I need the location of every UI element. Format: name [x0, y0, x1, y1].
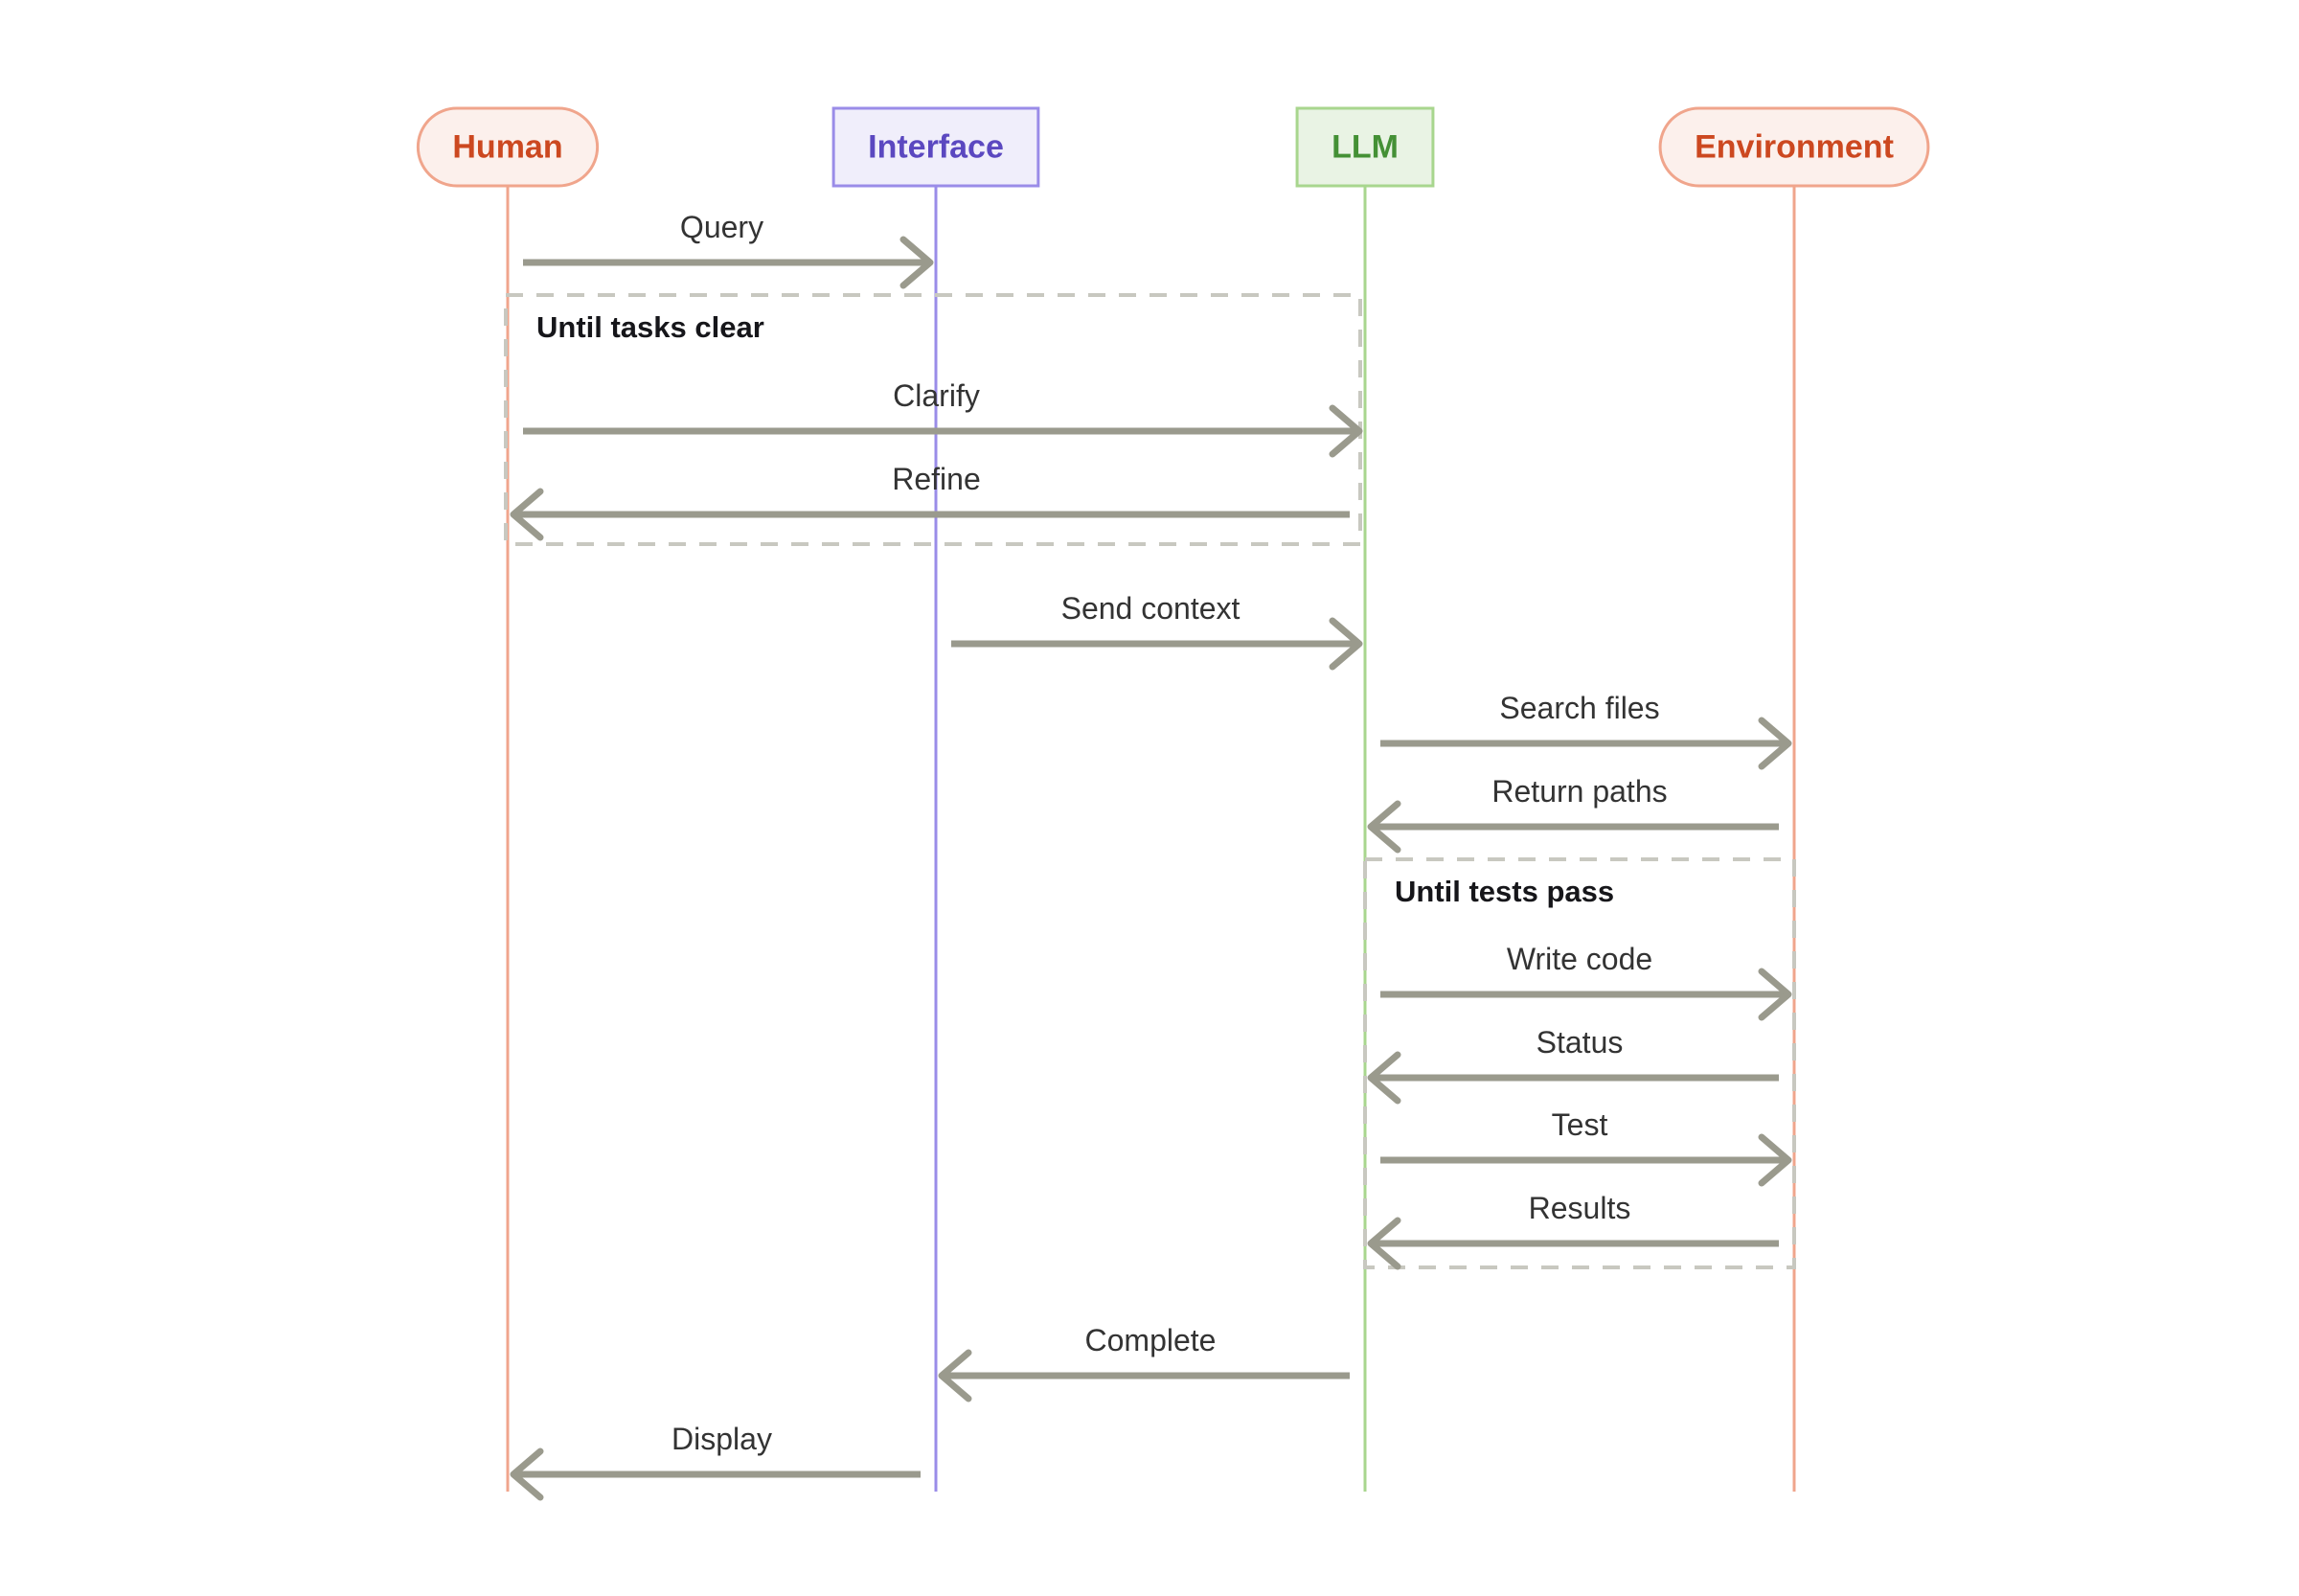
- participant-llm[interactable]: LLM: [1295, 106, 1435, 188]
- participant-box-environment[interactable]: [1658, 106, 1930, 188]
- message-arrowhead-m7: [1758, 968, 1792, 1021]
- message-label-m9: Test: [1552, 1107, 1608, 1142]
- message-arrowhead-m10: [1367, 1217, 1401, 1270]
- message-m11: Complete: [938, 1323, 1350, 1402]
- message-m4: Send context: [951, 591, 1363, 671]
- message-m9: Test: [1380, 1107, 1792, 1187]
- participants-layer: Human Interface LLM Environment: [416, 106, 1930, 188]
- lifelines-layer: [506, 186, 1796, 1492]
- participant-label-interface: Interface: [868, 128, 1004, 165]
- message-label-m8: Status: [1536, 1025, 1624, 1060]
- message-arrowhead-m5: [1758, 717, 1792, 770]
- participant-label-environment: Environment: [1695, 128, 1894, 165]
- message-m10: Results: [1367, 1191, 1779, 1270]
- message-arrowhead-m9: [1758, 1133, 1792, 1187]
- message-label-m4: Send context: [1061, 591, 1241, 626]
- message-label-m6: Return paths: [1491, 774, 1667, 809]
- participant-box-llm[interactable]: [1295, 106, 1435, 188]
- participant-box-human[interactable]: [416, 106, 600, 188]
- message-arrowhead-m4: [1329, 617, 1363, 671]
- participant-box-interface[interactable]: [831, 106, 1040, 188]
- participant-human[interactable]: Human: [416, 106, 600, 188]
- participant-interface[interactable]: Interface: [831, 106, 1040, 188]
- message-m2: Clarify: [523, 378, 1363, 458]
- loop-title-loop-tasks: Until tasks clear: [536, 310, 764, 344]
- message-arrowhead-m11: [938, 1349, 972, 1402]
- message-label-m2: Clarify: [893, 378, 980, 413]
- message-m1: Query: [523, 210, 934, 289]
- message-arrowhead-m3: [510, 488, 544, 541]
- message-label-m12: Display: [671, 1422, 772, 1456]
- participant-label-human: Human: [452, 128, 562, 165]
- message-arrowhead-m6: [1367, 800, 1401, 854]
- message-arrowhead-m8: [1367, 1051, 1401, 1105]
- message-label-m11: Complete: [1085, 1323, 1217, 1357]
- message-arrowhead-m1: [899, 236, 934, 289]
- message-m8: Status: [1367, 1025, 1779, 1105]
- message-m7: Write code: [1380, 942, 1792, 1021]
- loop-title-loop-tests: Until tests pass: [1395, 875, 1614, 908]
- participant-environment[interactable]: Environment: [1658, 106, 1930, 188]
- message-label-m1: Query: [680, 210, 763, 244]
- message-m12: Display: [510, 1422, 921, 1501]
- message-label-m3: Refine: [892, 462, 981, 496]
- message-m3: Refine: [510, 462, 1350, 541]
- message-m5: Search files: [1380, 691, 1792, 770]
- message-label-m5: Search files: [1499, 691, 1659, 725]
- message-label-m7: Write code: [1507, 942, 1652, 976]
- loop-frame-loop-tests: [1363, 857, 1796, 1269]
- message-label-m10: Results: [1529, 1191, 1631, 1225]
- message-arrowhead-m12: [510, 1448, 544, 1501]
- message-arrowhead-m2: [1329, 404, 1363, 458]
- message-m6: Return paths: [1367, 774, 1779, 854]
- participant-label-llm: LLM: [1332, 128, 1399, 165]
